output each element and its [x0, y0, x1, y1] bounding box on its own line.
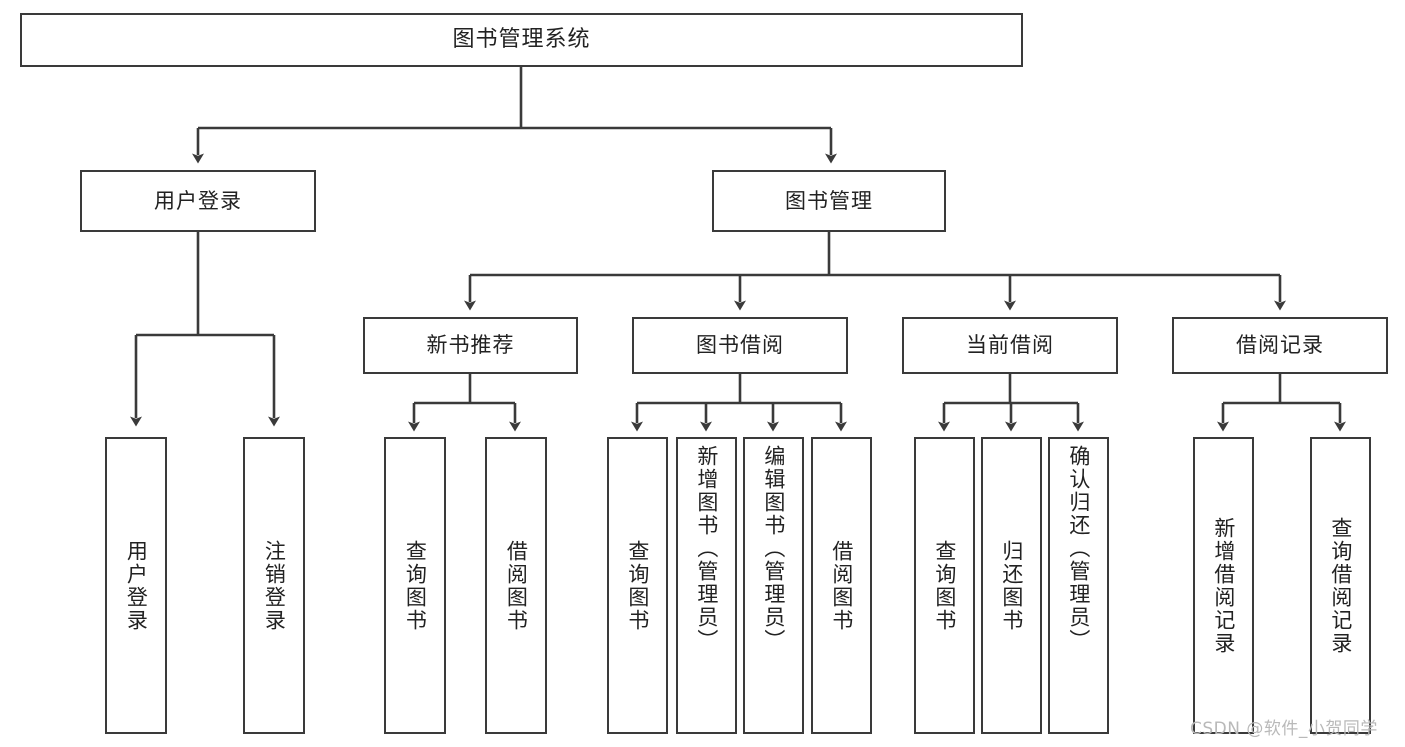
- node-label: 用户登录: [124, 539, 149, 632]
- node-leaf-add-borrow-record[interactable]: 新增借阅记录: [1193, 437, 1254, 734]
- node-leaf-borrow-book-new[interactable]: 借阅图书: [485, 437, 547, 734]
- node-user-login[interactable]: 用户登录: [80, 170, 316, 232]
- node-label: 查询图书: [403, 539, 428, 632]
- node-label: 图书借阅: [696, 333, 784, 358]
- node-label: 图书管理: [785, 188, 873, 213]
- node-root-system[interactable]: 图书管理系统: [20, 13, 1023, 67]
- node-label: 用户登录: [154, 188, 242, 213]
- node-label: 借阅记录: [1236, 333, 1324, 358]
- node-label: 借阅图书: [504, 539, 529, 632]
- node-book-management[interactable]: 图书管理: [712, 170, 946, 232]
- node-label: 借阅图书: [829, 539, 854, 632]
- watermark-text: CSDN @软件_小贺同学: [1190, 719, 1378, 739]
- node-borrow-record[interactable]: 借阅记录: [1172, 317, 1388, 374]
- node-new-book-recommend[interactable]: 新书推荐: [363, 317, 578, 374]
- node-label: 查询图书: [932, 539, 957, 632]
- node-leaf-query-book-current[interactable]: 查询图书: [914, 437, 975, 734]
- node-leaf-add-book-admin[interactable]: 新增图书（管理员）: [676, 437, 737, 734]
- node-label: 确认归还（管理员）: [1066, 445, 1091, 652]
- node-leaf-edit-book-admin[interactable]: 编辑图书（管理员）: [743, 437, 804, 734]
- node-label: 图书管理系统: [452, 27, 591, 53]
- node-book-borrow[interactable]: 图书借阅: [632, 317, 848, 374]
- node-label: 编辑图书（管理员）: [761, 445, 786, 652]
- node-leaf-user-login[interactable]: 用户登录: [105, 437, 167, 734]
- node-leaf-query-book-new[interactable]: 查询图书: [384, 437, 446, 734]
- node-label: 当前借阅: [966, 333, 1054, 358]
- node-leaf-return-book[interactable]: 归还图书: [981, 437, 1042, 734]
- node-leaf-confirm-return-admin[interactable]: 确认归还（管理员）: [1048, 437, 1109, 734]
- node-label: 查询借阅记录: [1328, 516, 1353, 655]
- node-label: 查询图书: [625, 539, 650, 632]
- node-label: 归还图书: [999, 539, 1024, 632]
- node-leaf-query-borrow-record[interactable]: 查询借阅记录: [1310, 437, 1371, 734]
- node-label: 新书推荐: [426, 333, 515, 358]
- node-current-borrow[interactable]: 当前借阅: [902, 317, 1118, 374]
- node-leaf-borrow-book[interactable]: 借阅图书: [811, 437, 872, 734]
- node-label: 注销登录: [262, 539, 287, 632]
- node-label: 新增借阅记录: [1211, 516, 1236, 655]
- node-leaf-logout[interactable]: 注销登录: [243, 437, 305, 734]
- node-label: 新增图书（管理员）: [694, 445, 719, 652]
- node-leaf-query-book[interactable]: 查询图书: [607, 437, 668, 734]
